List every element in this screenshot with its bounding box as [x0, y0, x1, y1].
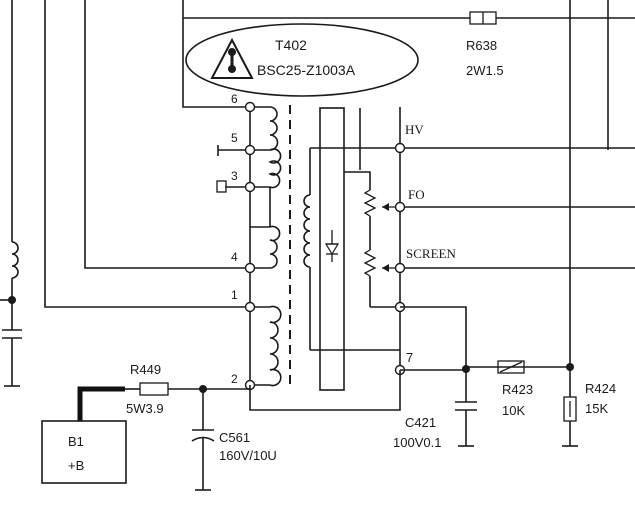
pin-5: [244, 144, 256, 156]
t402-part: BSC25-Z1003A: [257, 62, 356, 78]
r449-value: 5W3.9: [126, 401, 164, 416]
hv-outputs: HV FO SCREEN 7: [394, 122, 635, 376]
r423-value: 10K: [502, 403, 525, 418]
b1-label: +B: [68, 458, 84, 473]
c561-ref: C561: [219, 430, 250, 445]
hv-terminal: [394, 142, 406, 154]
transformer-pins: 6 5 3 4 1 2: [231, 92, 256, 391]
pin-2-label: 2: [231, 372, 238, 386]
pin-4-label: 4: [231, 250, 238, 264]
c561-value: 160V/10U: [219, 448, 277, 463]
t402-ref: T402: [275, 37, 307, 53]
pin-6-label: 6: [231, 92, 238, 106]
pin-3: [244, 181, 256, 193]
caution-triangle-icon: [210, 37, 254, 79]
hv-block: [303, 107, 401, 391]
c421-ref: C421: [405, 415, 436, 430]
feed-wires: [44, 0, 635, 308]
pin-3-label: 3: [231, 169, 238, 183]
right-rails: [569, 0, 609, 367]
pin-6: [244, 101, 256, 113]
r638-resistor: R638 2W1.5: [466, 11, 504, 78]
r424-value: 15K: [585, 401, 608, 416]
t402-callout: T402 BSC25-Z1003A: [185, 23, 419, 97]
r638-value: 2W1.5: [466, 63, 504, 78]
pin-4: [244, 262, 256, 274]
r423-ref: R423: [502, 382, 533, 397]
screen-label: SCREEN: [406, 246, 456, 261]
hv-label: HV: [405, 122, 424, 137]
b1-ref: B1: [68, 434, 84, 449]
supply-section: B1 +B R449 5W3.9 C561 160V/10U: [41, 362, 277, 491]
pin-5-label: 5: [231, 131, 238, 145]
primary-windings: [268, 106, 282, 387]
left-partial-circuit: [0, 0, 22, 387]
primary-bus: [216, 106, 270, 386]
pin-1: [244, 301, 256, 313]
r449-ref: R449: [130, 362, 161, 377]
r638-ref: R638: [466, 38, 497, 53]
pin-1-label: 1: [231, 288, 238, 302]
pin-7-label: 7: [406, 350, 413, 365]
c421-value: 100V0.1: [393, 435, 441, 450]
screen-terminal: [394, 262, 406, 274]
focus-label: FO: [408, 187, 425, 202]
r424-ref: R424: [585, 381, 616, 396]
tap-network: C421 100V0.1 R423 10K R424 15K: [393, 306, 616, 450]
focus-terminal: [394, 201, 406, 213]
pin2-return: [249, 370, 401, 411]
